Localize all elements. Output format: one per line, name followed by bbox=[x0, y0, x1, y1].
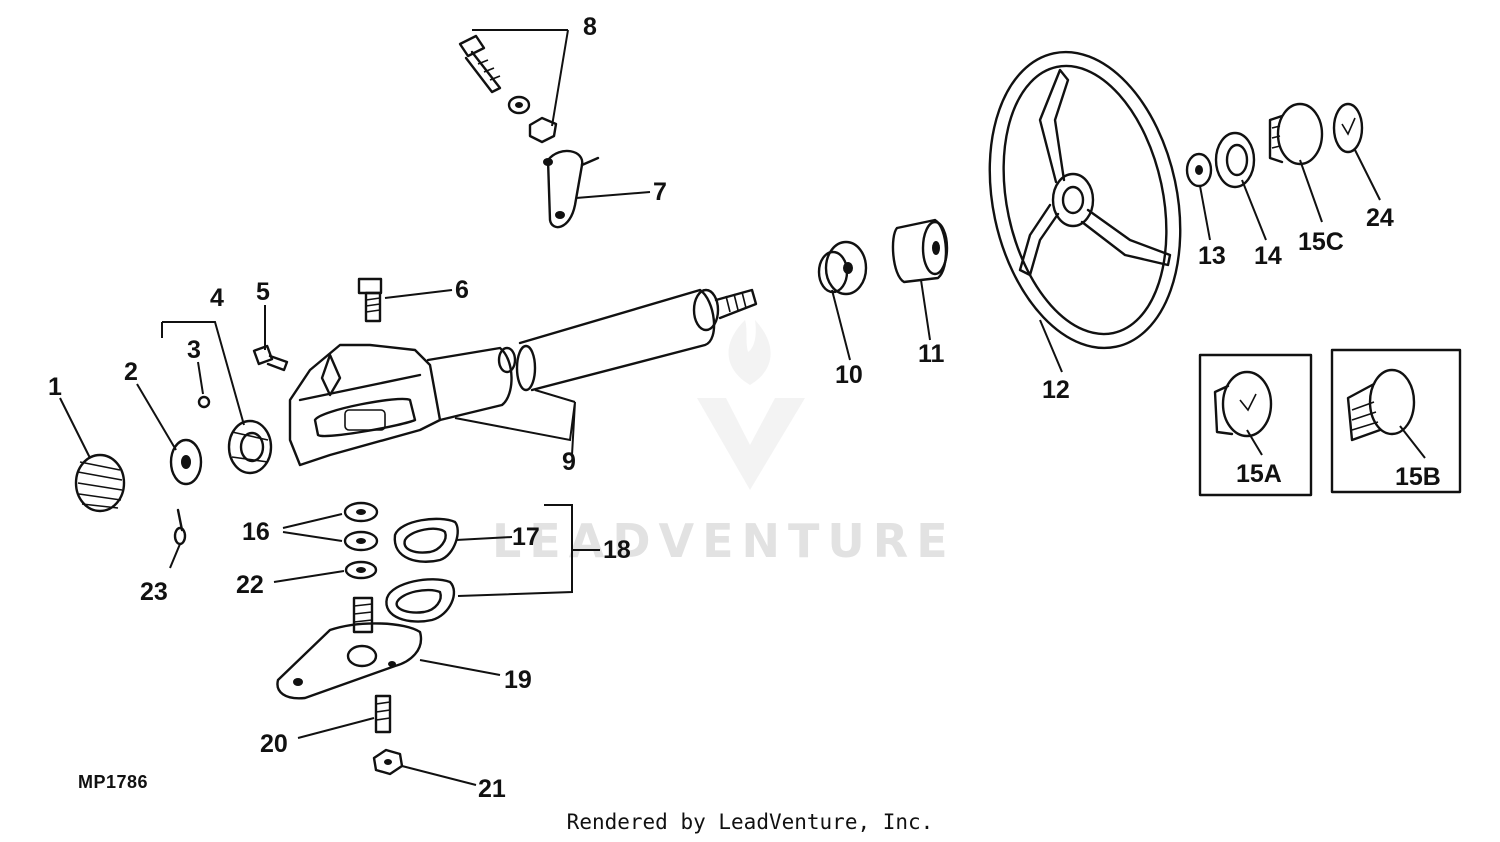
callout-11: 11 bbox=[918, 340, 945, 368]
callout-17: 17 bbox=[512, 523, 540, 551]
callout-22: 22 bbox=[236, 571, 264, 599]
watermark-logo bbox=[697, 320, 805, 490]
part-19-plate bbox=[276, 596, 423, 700]
part-16-nuts bbox=[343, 501, 379, 552]
part-10-bushing bbox=[817, 240, 868, 296]
callout-4: 4 bbox=[210, 284, 224, 312]
callout-2: 2 bbox=[124, 358, 138, 386]
callout-16: 16 bbox=[242, 518, 270, 546]
callout-3: 3 bbox=[187, 336, 201, 364]
callout-21: 21 bbox=[478, 775, 506, 803]
part-2-washer bbox=[169, 438, 203, 486]
part-12-steering-wheel bbox=[988, 50, 1182, 350]
part-18-gasket bbox=[385, 578, 456, 623]
part-15a-box bbox=[1198, 353, 1313, 497]
callout-14: 14 bbox=[1254, 242, 1282, 270]
part-15b-box bbox=[1330, 348, 1462, 494]
part-24-emblem bbox=[1332, 102, 1364, 154]
callout-24: 24 bbox=[1366, 204, 1394, 232]
part-20-stud bbox=[374, 694, 392, 734]
part-17-gasket bbox=[393, 517, 459, 563]
part-11-spacer bbox=[891, 218, 949, 284]
callout-13: 13 bbox=[1198, 242, 1226, 270]
callout-1: 1 bbox=[48, 373, 62, 401]
watermark-text: LEADVENTURE bbox=[492, 514, 956, 568]
callout-9: 9 bbox=[562, 448, 576, 476]
callout-6: 6 bbox=[455, 276, 469, 304]
callout-15a: 15A bbox=[1236, 460, 1282, 488]
part-5-fitting bbox=[252, 344, 289, 372]
callout-20: 20 bbox=[260, 730, 288, 758]
part-22-washer bbox=[344, 560, 378, 580]
part-13-nut bbox=[1185, 152, 1213, 188]
callout-18: 18 bbox=[603, 536, 631, 564]
diagram-code: MP1786 bbox=[78, 772, 148, 792]
footer-credit: Rendered by LeadVenture, Inc. bbox=[566, 810, 934, 834]
part-4-bearing bbox=[227, 419, 273, 475]
part-23-pin bbox=[173, 508, 187, 546]
callout-15b: 15B bbox=[1395, 463, 1441, 491]
part-14-washer bbox=[1214, 131, 1256, 189]
part-6-bolt bbox=[357, 277, 383, 323]
part-7-clamp bbox=[543, 149, 600, 229]
callout-19: 19 bbox=[504, 666, 532, 694]
part-15c-cap bbox=[1268, 102, 1324, 166]
callout-5: 5 bbox=[256, 278, 270, 306]
callout-7: 7 bbox=[653, 178, 667, 206]
callout-23: 23 bbox=[140, 578, 168, 606]
part-9-steering-column bbox=[288, 288, 758, 467]
part-1-nut bbox=[74, 453, 126, 513]
callout-12: 12 bbox=[1042, 376, 1070, 404]
callout-10: 10 bbox=[835, 361, 863, 389]
callout-8: 8 bbox=[583, 13, 597, 41]
part-8-bolt-set bbox=[458, 34, 558, 144]
leader-lines bbox=[59, 29, 1426, 786]
part-3-ball bbox=[197, 395, 211, 409]
callout-15c: 15C bbox=[1298, 228, 1344, 256]
part-21-nut bbox=[372, 748, 404, 776]
